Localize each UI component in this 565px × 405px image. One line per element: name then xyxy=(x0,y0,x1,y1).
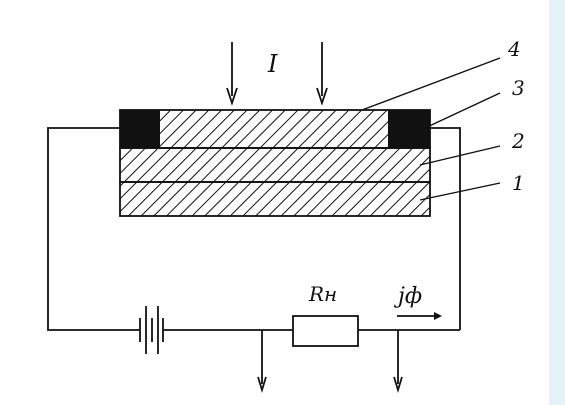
leader-3 xyxy=(424,92,501,129)
layer-2 xyxy=(119,147,431,183)
output-tap-left-head xyxy=(257,376,267,394)
photocurrent-label: jф xyxy=(393,284,422,309)
load-resistor xyxy=(292,315,359,347)
load-resistor-label: Rн xyxy=(308,282,337,306)
page-edge-strip xyxy=(549,0,565,405)
light-arrow-right-head xyxy=(316,87,328,106)
battery-symbol xyxy=(139,306,164,354)
circuit-wires xyxy=(47,127,461,331)
light-arrow-left-head xyxy=(226,87,238,106)
leader-4 xyxy=(361,57,501,111)
label-3: 3 xyxy=(512,76,525,100)
contact-left xyxy=(120,110,160,148)
contact-right xyxy=(388,110,430,148)
incident-light-arrows xyxy=(226,42,328,106)
layer-stack xyxy=(119,109,431,217)
label-4: 4 xyxy=(507,37,521,61)
layer-1 xyxy=(119,181,431,217)
wire-right xyxy=(430,127,461,330)
label-1: 1 xyxy=(512,171,525,195)
layer-4-window xyxy=(119,109,431,149)
output-tap-right-head xyxy=(393,376,403,394)
label-2: 2 xyxy=(511,129,525,153)
intensity-label: I xyxy=(267,50,278,78)
wire-left xyxy=(47,127,140,331)
output-taps xyxy=(257,330,403,394)
